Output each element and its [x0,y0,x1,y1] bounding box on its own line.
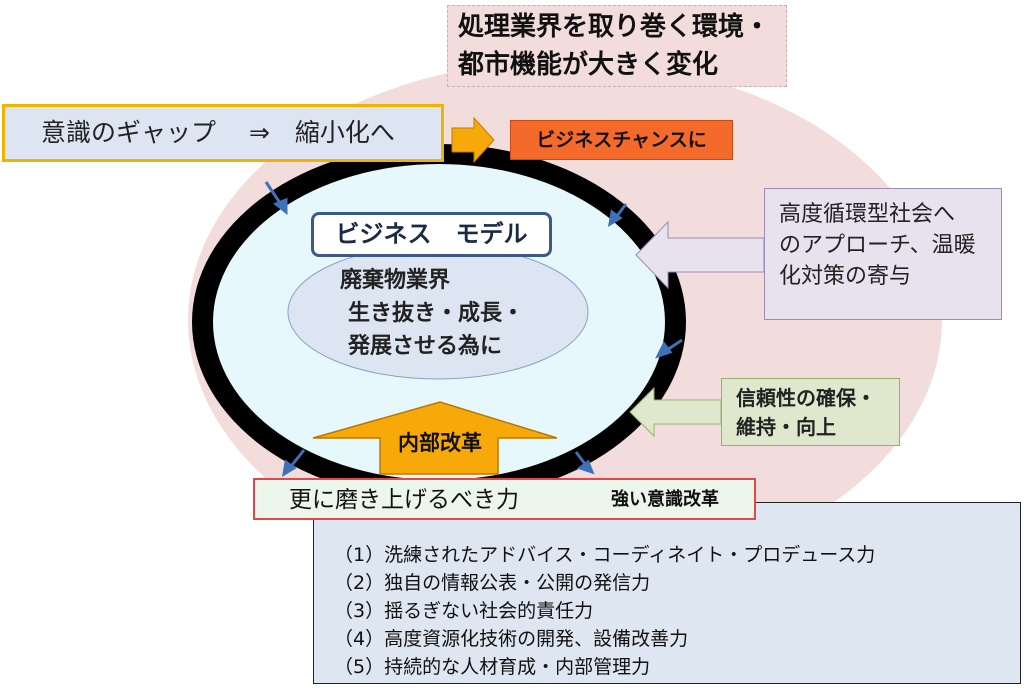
trust-line2: 維持・向上 [736,415,836,439]
ring-arrowhead-top-left [273,197,288,216]
capability-item-3: （3）揺るぎない社会的責任力 [334,600,594,622]
business-chance-box: ビジネスチャンスに [510,120,733,160]
environment-change-line1: 処理業界を取り巻く環境・ [458,12,771,42]
capability-item-5: （5）持続的な人材育成・内部管理力 [334,656,651,678]
ring-arrows [264,181,683,477]
circular-society-line3: 化対策の寄与 [779,264,912,289]
core-line3: 発展させる為に [348,334,503,359]
business-model-label: ビジネス モデル [311,212,552,257]
core-line1: 廃棄物業界 [340,268,451,293]
awareness-gap-box: 意識のギャップ ⇒ 縮小化へ [2,104,444,162]
environment-change-line2: 都市機能が大きく変化 [458,50,719,80]
circular-society-line2: のアプローチ、温暖 [779,233,976,258]
capability-item-2: （2）独自の情報公表・公開の発信力 [334,572,651,594]
internal-reform-arrow [312,401,558,475]
core-text: 廃棄物業界 生き抜き・成長・ 発展させる為に [340,264,560,363]
ring-arrowhead-bottom-right [576,459,595,475]
ring-arrowhead-right [655,341,673,359]
capability-item-1: （1）洗練されたアドバイス・コーディネイト・プロデュース力 [334,544,876,566]
ring-arrowhead-bottom-left [281,459,297,477]
capabilities-list: （1）洗練されたアドバイス・コーディネイト・プロデュース力 （2）独自の情報公表… [313,502,1021,684]
capability-item-4: （4）高度資源化技術の開発、設備改善力 [334,628,689,650]
power-bar: 更に磨き上げるべき力 強い意識改革 [253,478,756,520]
trust-box: 信頼性の確保・ 維持・向上 [721,378,900,446]
chance-arrow [451,116,495,164]
core-line2: 生き抜き・成長・ [348,301,525,326]
circular-society-line1: 高度循環型社会へ [779,202,956,227]
ring-arrowhead-top-right [607,209,623,227]
internal-reform-label: 内部改革 [398,431,482,455]
power-bar-sub: 強い意識改革 [611,489,719,510]
trust-line1: 信頼性の確保・ [736,386,876,410]
power-bar-main: 更に磨き上げるべき力 [289,487,519,513]
circular-society-box: 高度循環型社会へ のアプローチ、温暖 化対策の寄与 [764,188,1002,320]
environment-change-box: 処理業界を取り巻く環境・ 都市機能が大きく変化 [447,5,787,87]
